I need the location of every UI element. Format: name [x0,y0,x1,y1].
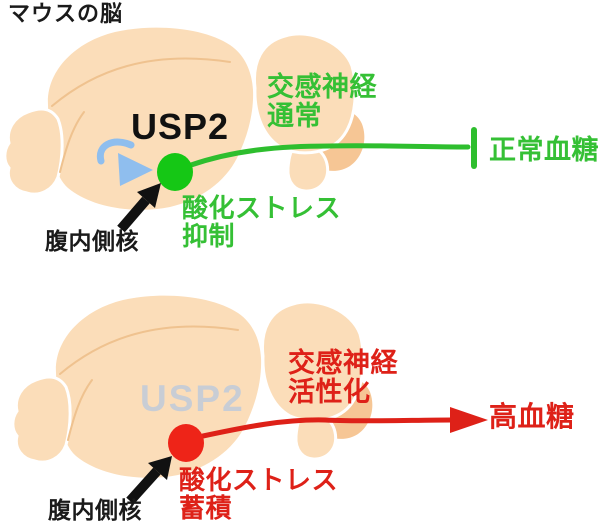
usp2-gene-label-bottom: USP2 [140,378,245,419]
usp2-gene-label-top: USP2 [131,106,230,147]
usp2-recycle-arrow-icon [96,138,153,186]
sympathetic-nerve-line-normal [188,127,477,169]
vmn-nucleus-label-top: 腹内側核 [45,228,139,254]
oxidative-stress-label-top: 酸化ストレス 抑制 [182,193,342,252]
vmn-dot-inactive-red [168,424,204,462]
activation-arrowhead-icon [450,407,488,433]
blood-sugar-outcome-label-top: 正常血糖 [489,135,599,165]
vmn-pointer-arrow-top [117,183,161,233]
sympathetic-status-label-bottom: 交感神経 活性化 [288,348,398,408]
sympathetic-status-label-top: 交感神経 通常 [267,72,377,132]
sympathetic-nerve-line-activated [200,407,488,439]
vmn-dot-active-green [157,153,193,191]
vmn-nucleus-label-bottom: 腹内側核 [48,497,142,523]
vmn-pointer-arrow-bottom [126,456,172,505]
blood-sugar-outcome-label-bottom: 高血糖 [489,401,575,432]
oxidative-stress-label-bottom: 酸化ストレス 蓄積 [179,465,339,524]
figure-title: マウスの脳 [8,1,124,26]
